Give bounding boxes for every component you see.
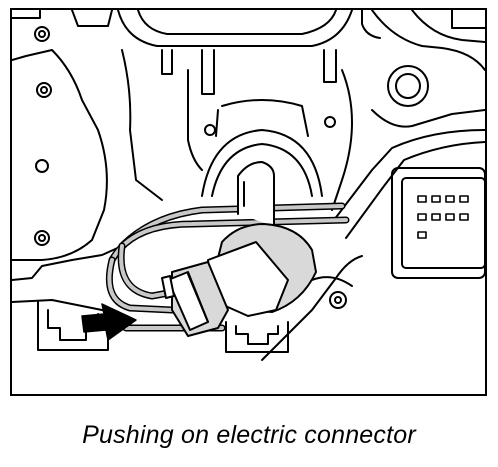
- mounting-boss: [34, 26, 50, 42]
- mounting-boss: [329, 291, 347, 309]
- pin-block: [391, 167, 485, 279]
- connector-pins: [417, 195, 469, 239]
- central-housing: [121, 49, 353, 211]
- technical-illustration: [10, 8, 487, 396]
- left-mounting-plate: [12, 26, 108, 261]
- housing-outline: [12, 10, 485, 321]
- figure-caption: Pushing on electric connector: [82, 421, 416, 449]
- right-housing: [261, 65, 485, 361]
- mounting-boss: [35, 159, 49, 173]
- arrow-right-icon: [81, 303, 137, 341]
- mounting-boss: [36, 82, 52, 98]
- wire-harness: [105, 202, 350, 332]
- electric-connector: [161, 223, 317, 337]
- mounting-boss: [34, 230, 50, 246]
- sensor-stem: [237, 161, 275, 227]
